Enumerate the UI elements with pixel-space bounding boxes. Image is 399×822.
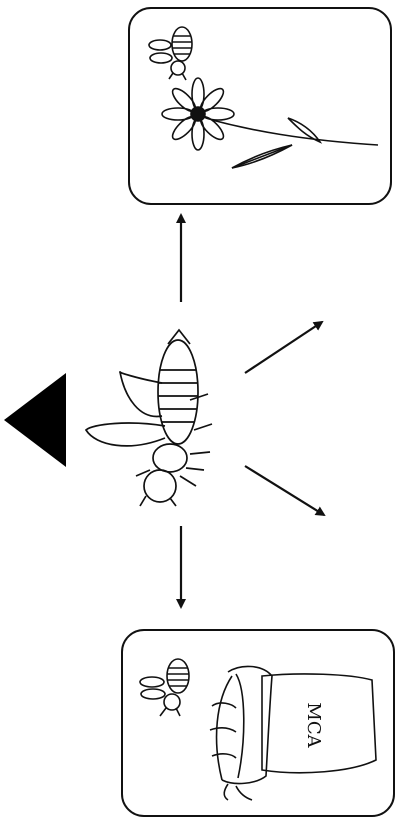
black-triangle-pointer: [4, 373, 66, 467]
jar-label: MCA: [303, 702, 324, 748]
bottom-panel: MCA: [122, 630, 394, 816]
top-panel: [129, 8, 391, 204]
arrow-down-right: [245, 466, 324, 515]
arrow-up-right: [245, 322, 322, 373]
central-bee-icon: [86, 330, 212, 506]
